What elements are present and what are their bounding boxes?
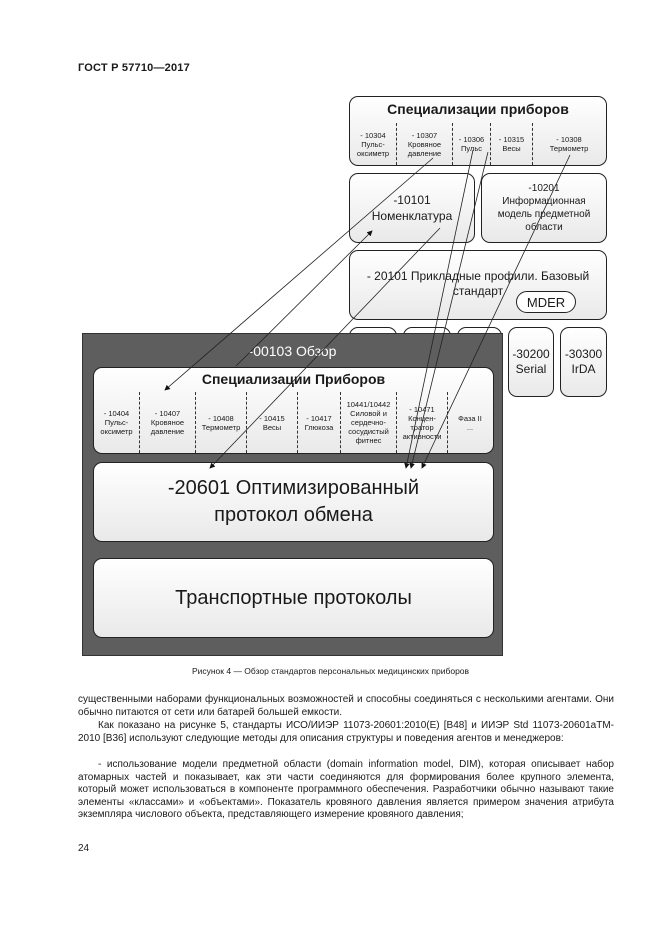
mder-badge: MDER (516, 291, 576, 313)
paragraph-1: существенными наборами функциональных во… (78, 694, 614, 718)
arrow-line (409, 151, 489, 469)
arrow-line (209, 227, 441, 469)
overview-specializations-title: Специализации Приборов (201, 371, 386, 387)
profiles-label: - 20101 Прикладные профили. Базовый стан… (366, 269, 590, 298)
optimized-protocol-label: -20601 Оптимизированный протокол обмена (167, 477, 420, 526)
arrow-line (421, 154, 571, 469)
serial-transport-box: -30200 Serial (508, 327, 554, 397)
paragraph-3: - использование модели предметной област… (78, 759, 614, 821)
arrow-line (164, 157, 434, 391)
figure-caption: Рисунок 4 — Обзор стандартов персональны… (191, 666, 470, 676)
nomenclature-label: Номенклатура (371, 209, 453, 223)
transport-protocols-label: Транспортные протоколы (175, 586, 412, 609)
nomenclature-code: -10101 (393, 193, 431, 207)
transport-protocols-box: Транспортные протоколы (93, 558, 494, 638)
profiles-box: - 20101 Прикладные профили. Базовый стан… (349, 250, 607, 320)
info-model-box: -10201 Информационная модель предметной … (481, 173, 607, 243)
top-specializations-title: Специализации приборов (387, 101, 569, 117)
info-model-code: -10201 (528, 183, 560, 194)
document-header: ГОСТ Р 57710—2017 (78, 62, 190, 74)
arrow-line (235, 230, 373, 367)
overview-panel: -00103 Обзор Специализации Приборов - 10… (82, 333, 503, 656)
overview-title: -00103 Обзор (248, 343, 337, 359)
page-number: 24 (78, 843, 90, 854)
arrow-line (404, 149, 474, 469)
paragraph-2: Как показано на рисунке 5, стандарты ИСО… (78, 720, 614, 744)
irda-transport-box: -30300 IrDA (560, 327, 607, 397)
info-model-label: Информационная модель предметной области (497, 196, 591, 233)
optimized-protocol-box: -20601 Оптимизированный протокол обмена (93, 462, 494, 542)
spec-cell: Фаза II... (447, 392, 492, 453)
